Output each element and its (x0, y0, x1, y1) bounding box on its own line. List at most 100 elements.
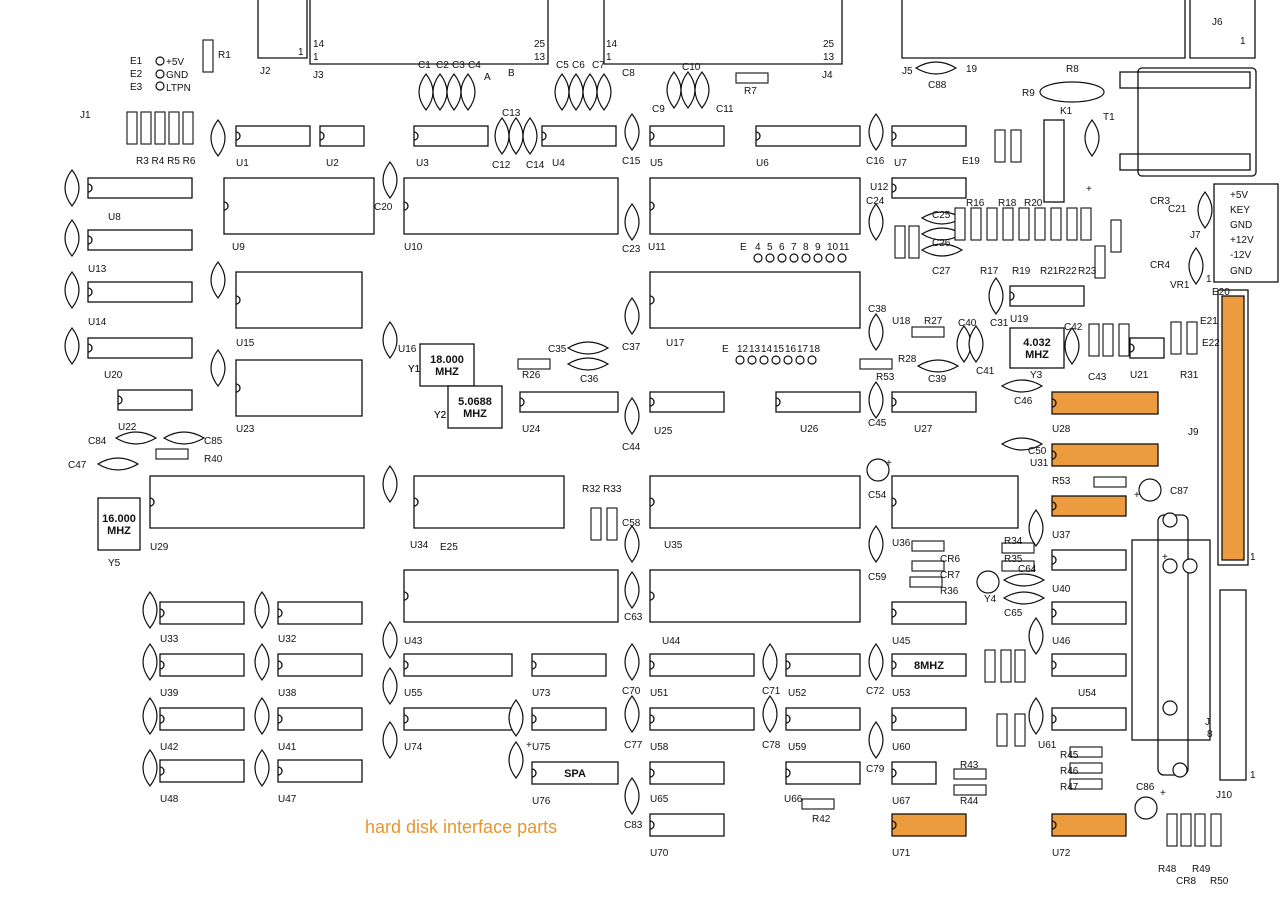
label-49: C86 (1136, 782, 1155, 793)
label-75: R35 (1004, 554, 1023, 565)
label-40: C70 (622, 686, 641, 697)
resistor-v-17 (894, 225, 906, 259)
chip-u32: U32 (277, 601, 363, 645)
chip-label-u11: U11 (648, 242, 666, 253)
jumper-pin-label-14: 14 (761, 344, 773, 355)
chip-u74: U74 (403, 707, 513, 753)
resistor-outlines (126, 39, 1222, 847)
chip-label-u60: U60 (892, 742, 911, 753)
svg-text:GND: GND (166, 70, 188, 81)
capacitor-c64 (1002, 573, 1046, 587)
capacitor-c80 (1028, 697, 1044, 735)
resistor-v-34 (1180, 813, 1192, 847)
chip-u35: U35 (649, 475, 861, 551)
label-92: E25 (440, 542, 458, 553)
label-63: R18 (998, 198, 1017, 209)
svg-text:1: 1 (298, 47, 304, 58)
label-74: R34 (1004, 536, 1023, 547)
chip-label-u27: U27 (914, 424, 933, 435)
chip-u75: U75 (531, 707, 607, 753)
capacitor-c13 (508, 117, 524, 155)
label-96: CR7 (940, 570, 960, 581)
chip-u55: U55 (403, 653, 513, 699)
chip-u39: U39 (159, 653, 245, 699)
label-60: R9 (1022, 88, 1035, 99)
capacitor-c77 (624, 695, 640, 733)
resistor-h-15 (1069, 762, 1103, 774)
svg-text:8: 8 (1207, 729, 1213, 740)
chip-u54: U54 (1051, 653, 1127, 699)
label-33: C50 (1028, 446, 1047, 457)
crystal-freq-y5: 16.000 (102, 513, 136, 525)
capacitor-c46 (1000, 379, 1044, 393)
crystal-unit-y2: MHZ (463, 408, 487, 420)
chip-u72: U72 (1051, 813, 1127, 859)
jumper-pin-13 (747, 355, 757, 365)
capacitor-c36 (566, 357, 610, 371)
capacitor-c21 (1197, 191, 1213, 229)
chip-u29: U29 (149, 475, 365, 553)
label-104: Y2 (434, 410, 447, 421)
capacitor-c55b (142, 643, 158, 681)
chip-label-u8: U8 (108, 212, 121, 223)
svg-text:E1: E1 (130, 56, 143, 67)
jumper-pin-label-9: 9 (815, 242, 821, 253)
crystal-ref-y5: Y5 (108, 558, 121, 569)
label-37: C63 (624, 612, 643, 623)
chip-marking-u76: SPA (564, 768, 586, 780)
capacitor-c4 (460, 73, 476, 111)
capacitor-c14 (522, 117, 538, 155)
svg-text:KEY: KEY (1230, 205, 1250, 216)
svg-text:J9: J9 (1188, 427, 1199, 438)
chip-label-u1: U1 (236, 158, 249, 169)
capacitor-c6 (568, 73, 584, 111)
label-44: C78 (762, 740, 781, 751)
label-29: C44 (622, 442, 641, 453)
chip-u67: U67 (891, 761, 937, 807)
label-24: C40 (958, 318, 977, 329)
resistor-v-21 (1088, 323, 1100, 357)
label-59: R8 (1066, 64, 1079, 75)
chip-u37: U37 (1051, 495, 1127, 541)
resistor-v-29 (1000, 649, 1012, 683)
capacitor-outlines (64, 61, 1213, 820)
jumper-row-label-1: E (722, 344, 729, 355)
capacitor-c27 (920, 243, 964, 257)
chip-u28: U28 (1051, 391, 1159, 435)
svg-text:GND: GND (1230, 220, 1252, 231)
svg-text:J5: J5 (902, 66, 913, 77)
label-67: R23 (1078, 266, 1097, 277)
resistor-v-1 (140, 111, 152, 145)
power-header-j7: +5V KEY GND +12V -12V GND J71 (1190, 183, 1279, 285)
capacitor-c69 (508, 699, 524, 737)
resistor-v-8 (954, 207, 966, 241)
resistor-h-3 (859, 358, 893, 370)
chip-u24: U24 (519, 391, 619, 435)
chip-label-u67: U67 (892, 796, 911, 807)
capacitor-c58 (624, 525, 640, 563)
chip-u26: U26 (775, 391, 861, 435)
resistor-h-10 (909, 576, 943, 588)
label-108: + (1134, 490, 1140, 501)
crystal-unit-y5: MHZ (107, 525, 131, 537)
capacitor-c41 (968, 325, 984, 363)
chip-u11: U11 (648, 177, 861, 253)
chip-u13: U13 (87, 229, 193, 275)
chip-u65: U65 (649, 761, 725, 805)
chip-u6: U6 (755, 125, 861, 169)
label-47: C84 (88, 436, 107, 447)
capacitor-c16 (868, 113, 884, 151)
capacitor-c1 (418, 73, 434, 111)
label-35: C58 (622, 518, 641, 529)
resistor-v-2 (154, 111, 166, 145)
chip-label-u31: U31 (1030, 458, 1049, 469)
label-99: A (484, 72, 491, 83)
chip-label-u42: U42 (160, 742, 179, 753)
jumper-pin-label-13: 13 (749, 344, 761, 355)
resistor-v-22 (1102, 323, 1114, 357)
chip-label-u34: U34 (410, 540, 429, 551)
resistor-v-9 (970, 207, 982, 241)
